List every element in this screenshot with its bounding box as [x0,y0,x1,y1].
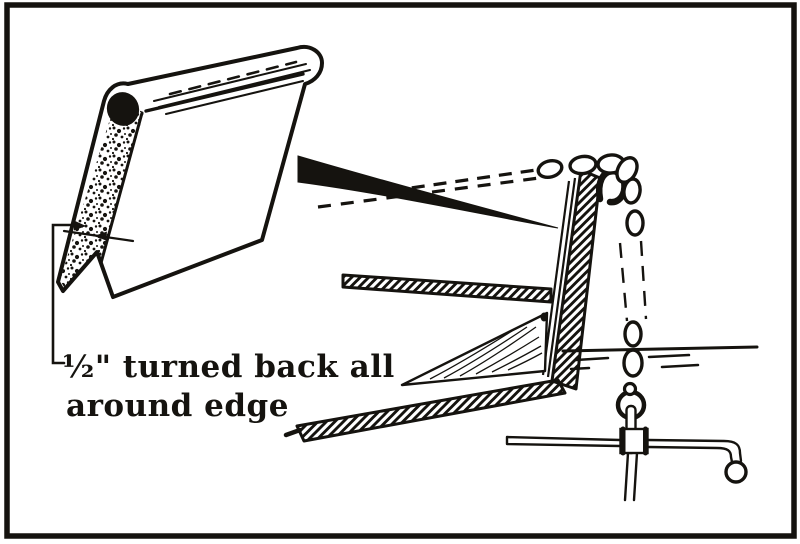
caption-line-1: ½" turned back all [62,349,395,385]
batten-pointer [297,155,559,229]
chain-link [622,177,642,205]
post-face-line-2 [541,180,571,376]
chain-link [625,209,645,237]
knee-brace [400,311,549,387]
chain-link [536,158,564,180]
fold-shadow-blob [106,92,140,126]
chain-link [622,348,644,378]
chain-dashed-run-right [639,240,648,320]
waterline-dash-3 [660,363,700,369]
dimension-annotation: ½" turned back all around edge [51,220,395,424]
waterline [561,345,759,371]
hull-plank [295,378,567,443]
vertical-bar-lower [623,451,639,502]
chain-link [568,154,598,176]
waterline-dash-4 [569,366,591,371]
chain-dashed-run-left [618,242,629,322]
roll-inner-line-2 [158,69,311,108]
hull-plank-tip-dash [283,427,303,438]
roll-inner-line-3 [165,80,304,115]
waterline-dash-1 [574,356,610,362]
ring-and-toggle-assembly [505,381,748,502]
chain [536,153,648,378]
toggle-rod-left [505,435,622,448]
caption-line-2: around edge [66,388,289,424]
post-face-line-1 [546,177,577,378]
roll-bottom-line [144,72,305,113]
toggle-rod-right [646,438,743,464]
dashed-guide-lower [317,176,540,209]
chain-end-link [622,381,638,397]
hull-cross-section [283,167,628,443]
chain-link [615,156,639,184]
folded-canvas-panel [56,45,324,299]
dashed-guide-upper [389,167,544,193]
deck-plank [341,273,553,304]
waterline-main [561,345,759,353]
knee-wood-grain [429,326,543,380]
knee-fastener-spot [540,312,548,322]
roll-inner-line-1 [153,63,307,102]
arrowhead-left-icon [94,231,107,241]
roll-dash-line [168,60,298,96]
toggle-ball-end [724,460,748,484]
coaming-post [550,168,602,391]
arrowhead-right-icon [74,220,86,231]
leader-line [51,223,76,365]
fold-stipple-strip [60,103,144,287]
lanyard-dashed-lines [317,167,544,209]
border-frame [4,2,797,539]
waterline-dash-2 [647,353,691,359]
chain-link [623,320,643,348]
